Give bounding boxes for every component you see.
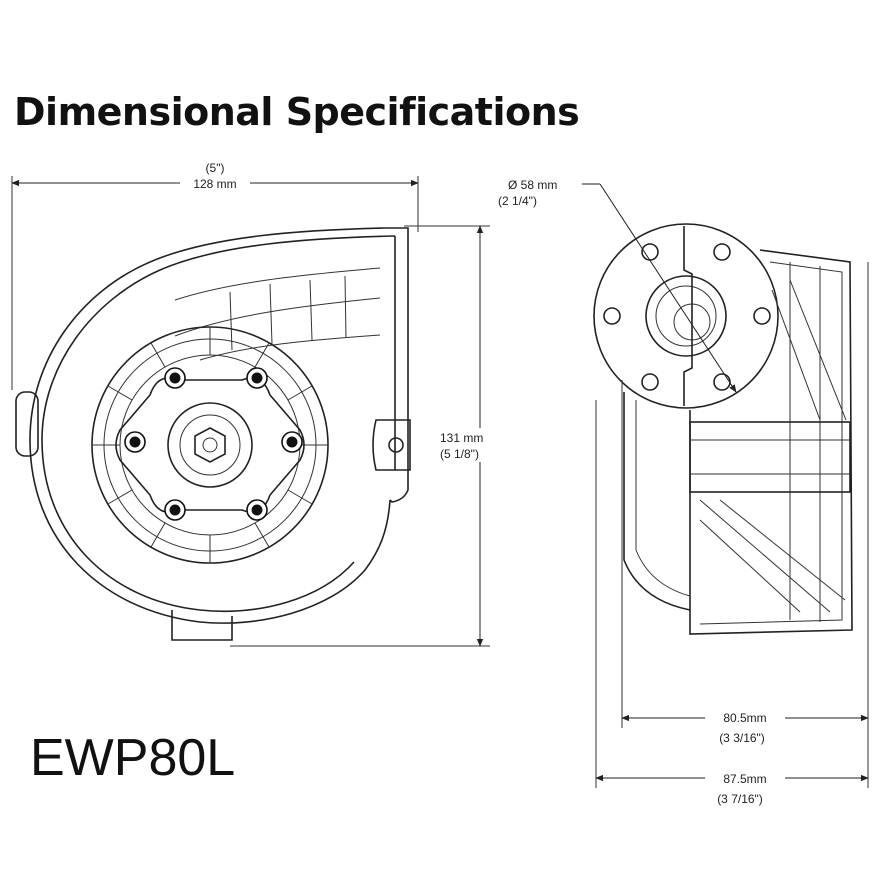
width-imperial: (5") (206, 161, 225, 175)
page-title: Dimensional Specifications (14, 90, 580, 134)
port-metric: Ø 58 mm (508, 178, 557, 192)
model-number: EWP80L (30, 729, 236, 787)
width-metric: 128 mm (193, 177, 236, 191)
body-depth-imperial: (3 3/16") (719, 731, 765, 745)
total-depth-imperial: (3 7/16") (717, 792, 763, 806)
total-depth-metric: 87.5mm (723, 772, 766, 786)
body-depth-metric: 80.5mm (723, 711, 766, 725)
height-imperial: (5 1/8") (440, 447, 479, 461)
port-imperial: (2 1/4") (498, 194, 537, 208)
height-metric: 131 mm (440, 431, 483, 445)
front-view (11, 176, 526, 647)
side-view (582, 183, 869, 788)
